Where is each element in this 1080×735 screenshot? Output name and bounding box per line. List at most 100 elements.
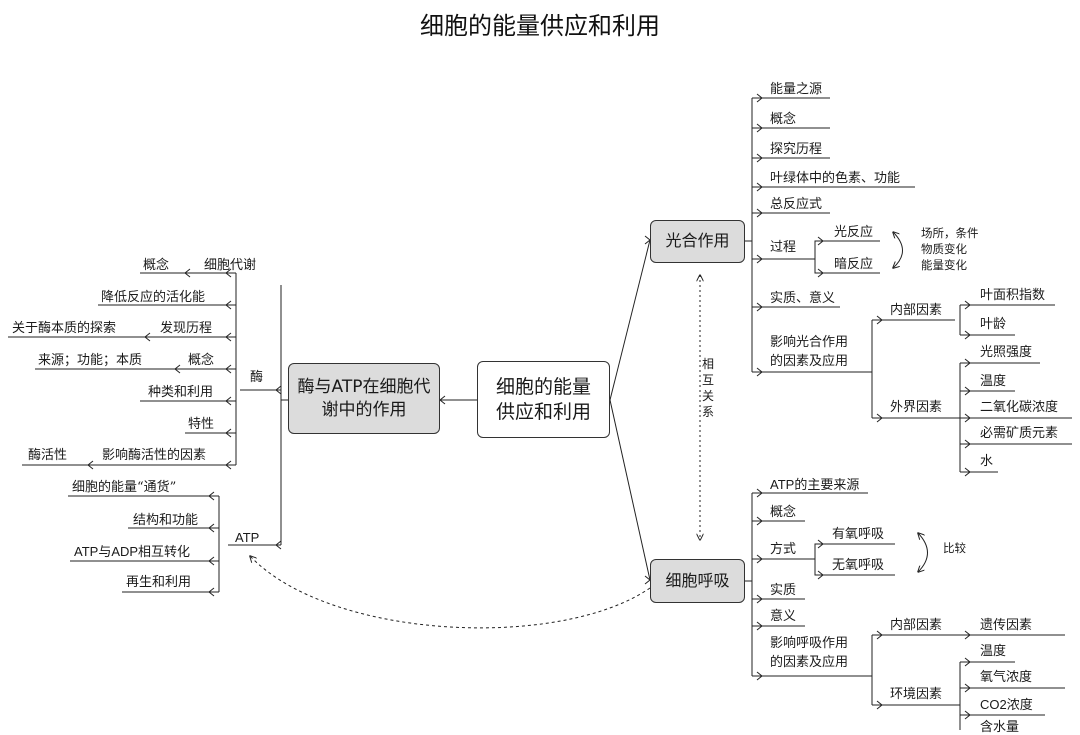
ps-essence: 实质、意义 (770, 291, 836, 306)
rs-arrow-1 (756, 516, 763, 526)
rs-environment-arrow (876, 700, 883, 710)
rs-genetic: 遗传因素 (980, 618, 1033, 633)
rs-env-arrow-2 (964, 710, 971, 720)
enzyme-source-func: 来源；功能；本质 (38, 353, 143, 368)
ps-process: 过程 (770, 240, 797, 255)
atp-regeneration: 再生和利用 (126, 575, 192, 590)
rs-water: 含水量 (980, 720, 1020, 735)
ps-ext-arrow-0 (964, 358, 971, 368)
enzyme-activity-arrow (87, 460, 94, 470)
atp-child-arrow-1 (208, 523, 215, 533)
photosynthesis-box[interactable]: 光合作用 (650, 220, 745, 263)
ps-light-reaction: 光反应 (834, 225, 874, 240)
ps-energy-source: 能量之源 (770, 82, 823, 97)
enzyme-child-arrow-0 (225, 268, 232, 278)
center-topic-box[interactable]: 细胞的能量供应和利用 (477, 361, 610, 438)
atp-child-arrow-0 (208, 491, 215, 501)
center-to-respiration-line (609, 399, 651, 581)
rs-environment: 环境因素 (890, 687, 943, 702)
ps-minerals: 必需矿质元素 (980, 426, 1059, 441)
enzyme-atp-topic-box[interactable]: 酶与ATP在细胞代谢中的作用 (288, 363, 440, 434)
rs-aerobic: 有氧呼吸 (832, 527, 885, 542)
respiration-box[interactable]: 细胞呼吸 (650, 559, 745, 603)
ps-pigments: 叶绿体中的色素、功能 (770, 171, 901, 186)
enzyme-child-arrow-4 (225, 396, 232, 406)
enzyme-child-arrow-1 (225, 300, 232, 310)
ps-ext-arrow-3 (964, 439, 971, 449)
rs-concept: 概念 (770, 505, 797, 520)
enzyme-lower-energy: 降低反应的活化能 (101, 290, 206, 305)
ps-equation: 总反应式 (770, 197, 823, 212)
ps-temperature: 温度 (980, 374, 1007, 389)
enzyme-factors: 影响酶活性的因素 (102, 448, 207, 463)
ps-light-arrow (817, 236, 824, 246)
ps-light: 光照强度 (980, 345, 1033, 360)
ps-process-dark (814, 259, 880, 274)
enzyme-metabolism: 细胞代谢 (204, 258, 257, 273)
ps-arrow-5 (756, 254, 763, 264)
atp-child-arrow-3 (208, 587, 215, 597)
center-to-left-arrow (439, 395, 446, 405)
respiration-label: 细胞呼吸 (665, 570, 730, 590)
ps-ext-arrow-2 (964, 413, 971, 423)
ps-ext-arrow-1 (964, 386, 971, 396)
ps-arrow-3 (756, 182, 763, 192)
enzyme-atp-topic-label: 酶与ATP在细胞代谢中的作用 (297, 377, 431, 420)
rs-arrow-3 (756, 594, 763, 604)
ps-process-note-2: 物质变化 (921, 242, 967, 256)
enzyme-concept: 概念 (143, 258, 170, 273)
center-topic-label: 细胞的能量供应和利用 (495, 375, 591, 423)
enzyme-nature-explore: 关于酶本质的探索 (12, 321, 117, 336)
ps-factors-line2: 的因素及应用 (770, 354, 849, 369)
rs-compare-curve (918, 533, 928, 572)
enzyme-types: 种类和利用 (148, 385, 214, 400)
enzyme-traits: 特性 (188, 417, 215, 432)
enzyme-child-arrow-5 (225, 428, 232, 438)
rs-factors-line1: 影响呼吸作用 (770, 636, 849, 651)
enzyme-source-arrow (174, 364, 181, 374)
photosynthesis-label: 光合作用 (665, 231, 730, 251)
ps-leaf-area: 叶面积指数 (980, 288, 1046, 303)
ps-process-note-3: 能量变化 (921, 258, 967, 272)
ps-arrow-1 (756, 123, 763, 133)
ps-external: 外界因素 (890, 400, 943, 415)
ps-arrow-2 (756, 153, 763, 163)
mutual-relation-label: 相互关系 (701, 357, 714, 419)
ps-concept: 概念 (770, 112, 797, 127)
atp-currency: 细胞的能量“通货” (72, 480, 177, 495)
enzyme-arrow (275, 385, 282, 395)
enzyme-concept2: 概念 (188, 353, 215, 368)
page-title: 细胞的能量供应和利用 (420, 12, 660, 40)
ps-process-note-1: 场所，条件 (921, 226, 979, 240)
rs-internal: 内部因素 (890, 618, 943, 633)
enzyme-nature-arrow (144, 332, 151, 342)
ps-factors-line1: 影响光合作用 (770, 335, 849, 350)
rs-arrow-5 (756, 671, 763, 681)
rs-compare: 比较 (943, 541, 966, 555)
rs-factors-line2: 的因素及应用 (770, 655, 849, 670)
rs-anaerobic-line (814, 559, 895, 576)
rs-arrow-0 (756, 488, 763, 498)
ps-leaf-age-arrow (964, 330, 971, 340)
ps-leaf-area-arrow (964, 300, 971, 310)
enzyme-child-arrow-2 (225, 332, 232, 342)
atp-child-arrow-2 (208, 556, 215, 566)
rs-arrow-4 (756, 621, 763, 631)
ps-internal: 内部因素 (890, 303, 943, 318)
rs-anaerobic-arrow (817, 570, 824, 580)
atp-label: ATP (235, 530, 260, 545)
ps-arrow-6 (756, 302, 763, 312)
rs-meaning: 意义 (770, 609, 797, 624)
rs-atp-source: ATP的主要来源 (770, 477, 860, 492)
ps-history: 探究历程 (770, 142, 823, 157)
rs-arrow-2 (756, 554, 763, 564)
ps-process-light (814, 240, 880, 259)
ps-reaction-curve (893, 232, 903, 268)
enzyme-activity: 酶活性 (28, 448, 68, 463)
atp-conversion: ATP与ADP相互转化 (74, 544, 191, 559)
rs-method: 方式 (770, 542, 797, 557)
rs-temperature: 温度 (980, 644, 1007, 659)
rs-env-arrow-1 (964, 683, 971, 693)
ps-arrow-7 (756, 367, 763, 377)
